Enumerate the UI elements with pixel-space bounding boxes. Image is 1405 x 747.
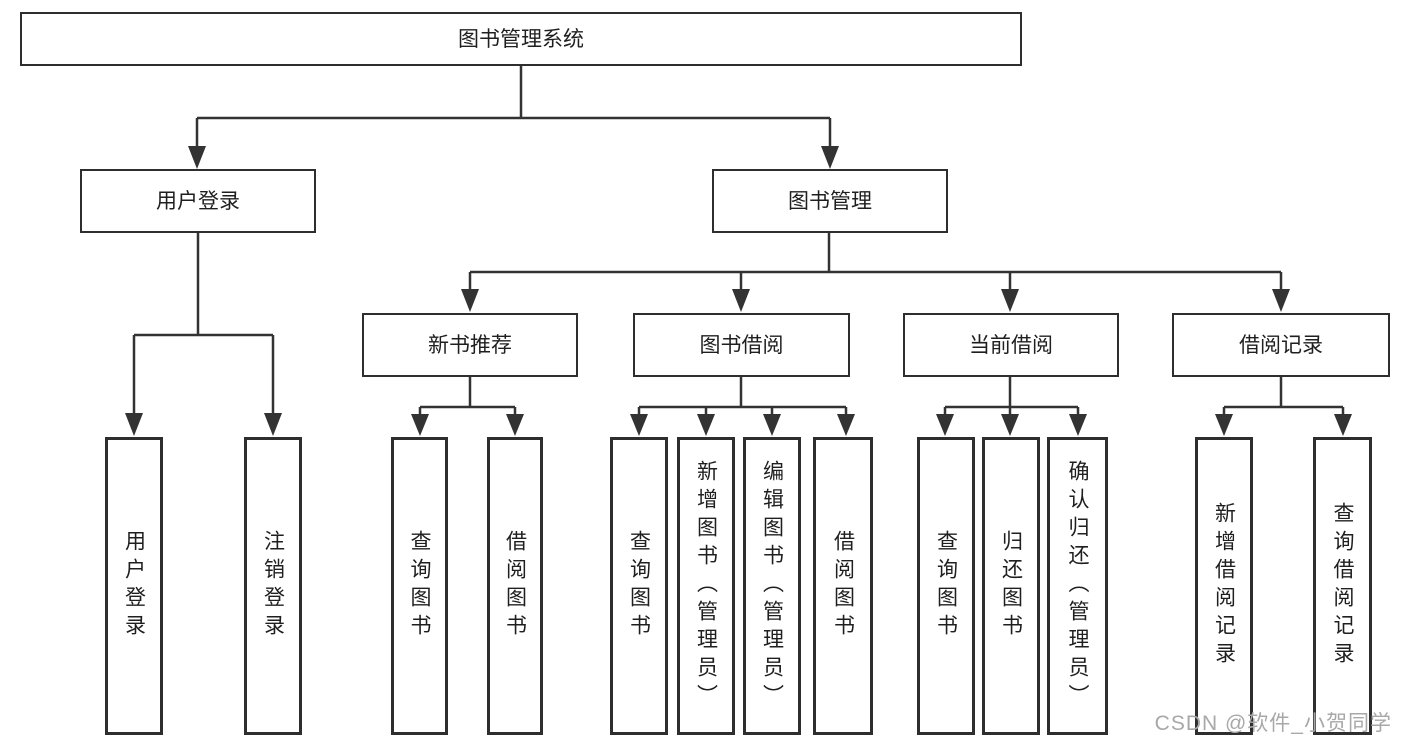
arrowhead xyxy=(1272,289,1290,312)
arrowhead xyxy=(732,289,750,312)
arrowhead xyxy=(1334,414,1352,436)
arrowhead xyxy=(936,414,954,436)
arrowhead xyxy=(630,414,648,436)
leaf-query-borrow-record: 查询借阅记录 xyxy=(1313,437,1372,735)
arrowhead xyxy=(264,413,282,436)
node-user-login: 用户登录 xyxy=(80,169,316,233)
leaf-label: 借阅图书 xyxy=(503,530,527,642)
leaf-label: 新增图书（管理员） xyxy=(694,460,718,712)
leaf-label: 查询图书 xyxy=(627,530,651,642)
leaf-label: 用户登录 xyxy=(122,530,146,642)
leaf-return-book: 归还图书 xyxy=(982,437,1040,735)
arrowhead xyxy=(821,146,839,169)
leaf-user-login: 用户登录 xyxy=(105,437,163,735)
leaf-borrow-books-recommend: 借阅图书 xyxy=(487,437,543,735)
arrowhead xyxy=(837,414,855,436)
arrowhead xyxy=(411,414,429,436)
arrowhead xyxy=(461,289,479,312)
arrowhead xyxy=(1215,414,1233,436)
arrowhead xyxy=(506,414,524,436)
arrowhead xyxy=(125,413,143,436)
arrowhead xyxy=(188,146,206,169)
leaf-add-book-admin: 新增图书（管理员） xyxy=(677,437,735,735)
csdn-watermark: CSDN @软件_小贺同学 xyxy=(1154,712,1392,735)
leaf-label: 确认归还（管理员） xyxy=(1066,460,1089,712)
leaf-label: 注销登录 xyxy=(261,530,285,642)
leaf-label: 编辑图书（管理员） xyxy=(760,460,784,712)
leaf-query-books-recommend: 查询图书 xyxy=(391,437,448,735)
leaf-label: 查询图书 xyxy=(408,530,431,642)
leaf-label: 查询借阅记录 xyxy=(1331,502,1354,670)
connector-lines xyxy=(132,66,1345,415)
leaf-edit-book-admin: 编辑图书（管理员） xyxy=(743,437,801,735)
arrowhead xyxy=(1001,414,1019,436)
arrowheads xyxy=(125,146,1352,436)
arrowhead xyxy=(1069,414,1087,436)
node-new-book-recommend: 新书推荐 xyxy=(362,313,578,377)
node-book-management-label: 图书管理 xyxy=(788,189,872,213)
leaf-query-books-current: 查询图书 xyxy=(917,437,975,735)
node-book-borrow: 图书借阅 xyxy=(633,313,850,377)
leaf-query-books-borrow: 查询图书 xyxy=(610,437,668,735)
node-current-borrow-label: 当前借阅 xyxy=(969,333,1053,357)
node-borrow-records-label: 借阅记录 xyxy=(1239,333,1323,357)
leaf-confirm-return-admin: 确认归还（管理员） xyxy=(1047,437,1108,735)
leaf-label: 借阅图书 xyxy=(831,530,855,642)
arrowhead xyxy=(697,414,715,436)
arrowhead xyxy=(1001,289,1019,312)
arrowhead xyxy=(763,414,781,436)
leaf-label: 新增借阅记录 xyxy=(1212,502,1236,670)
node-book-borrow-label: 图书借阅 xyxy=(699,333,784,357)
leaf-logout: 注销登录 xyxy=(244,437,302,735)
leaf-label: 归还图书 xyxy=(999,530,1023,642)
node-root-label: 图书管理系统 xyxy=(458,27,584,51)
node-book-management: 图书管理 xyxy=(712,169,948,233)
node-new-book-recommend-label: 新书推荐 xyxy=(428,333,512,357)
leaf-label: 查询图书 xyxy=(934,530,958,642)
node-borrow-records: 借阅记录 xyxy=(1172,313,1390,377)
leaf-borrow-books: 借阅图书 xyxy=(813,437,873,735)
node-root: 图书管理系统 xyxy=(20,12,1022,66)
node-current-borrow: 当前借阅 xyxy=(903,313,1119,377)
node-user-login-label: 用户登录 xyxy=(156,189,240,213)
leaf-add-borrow-record: 新增借阅记录 xyxy=(1195,437,1253,735)
